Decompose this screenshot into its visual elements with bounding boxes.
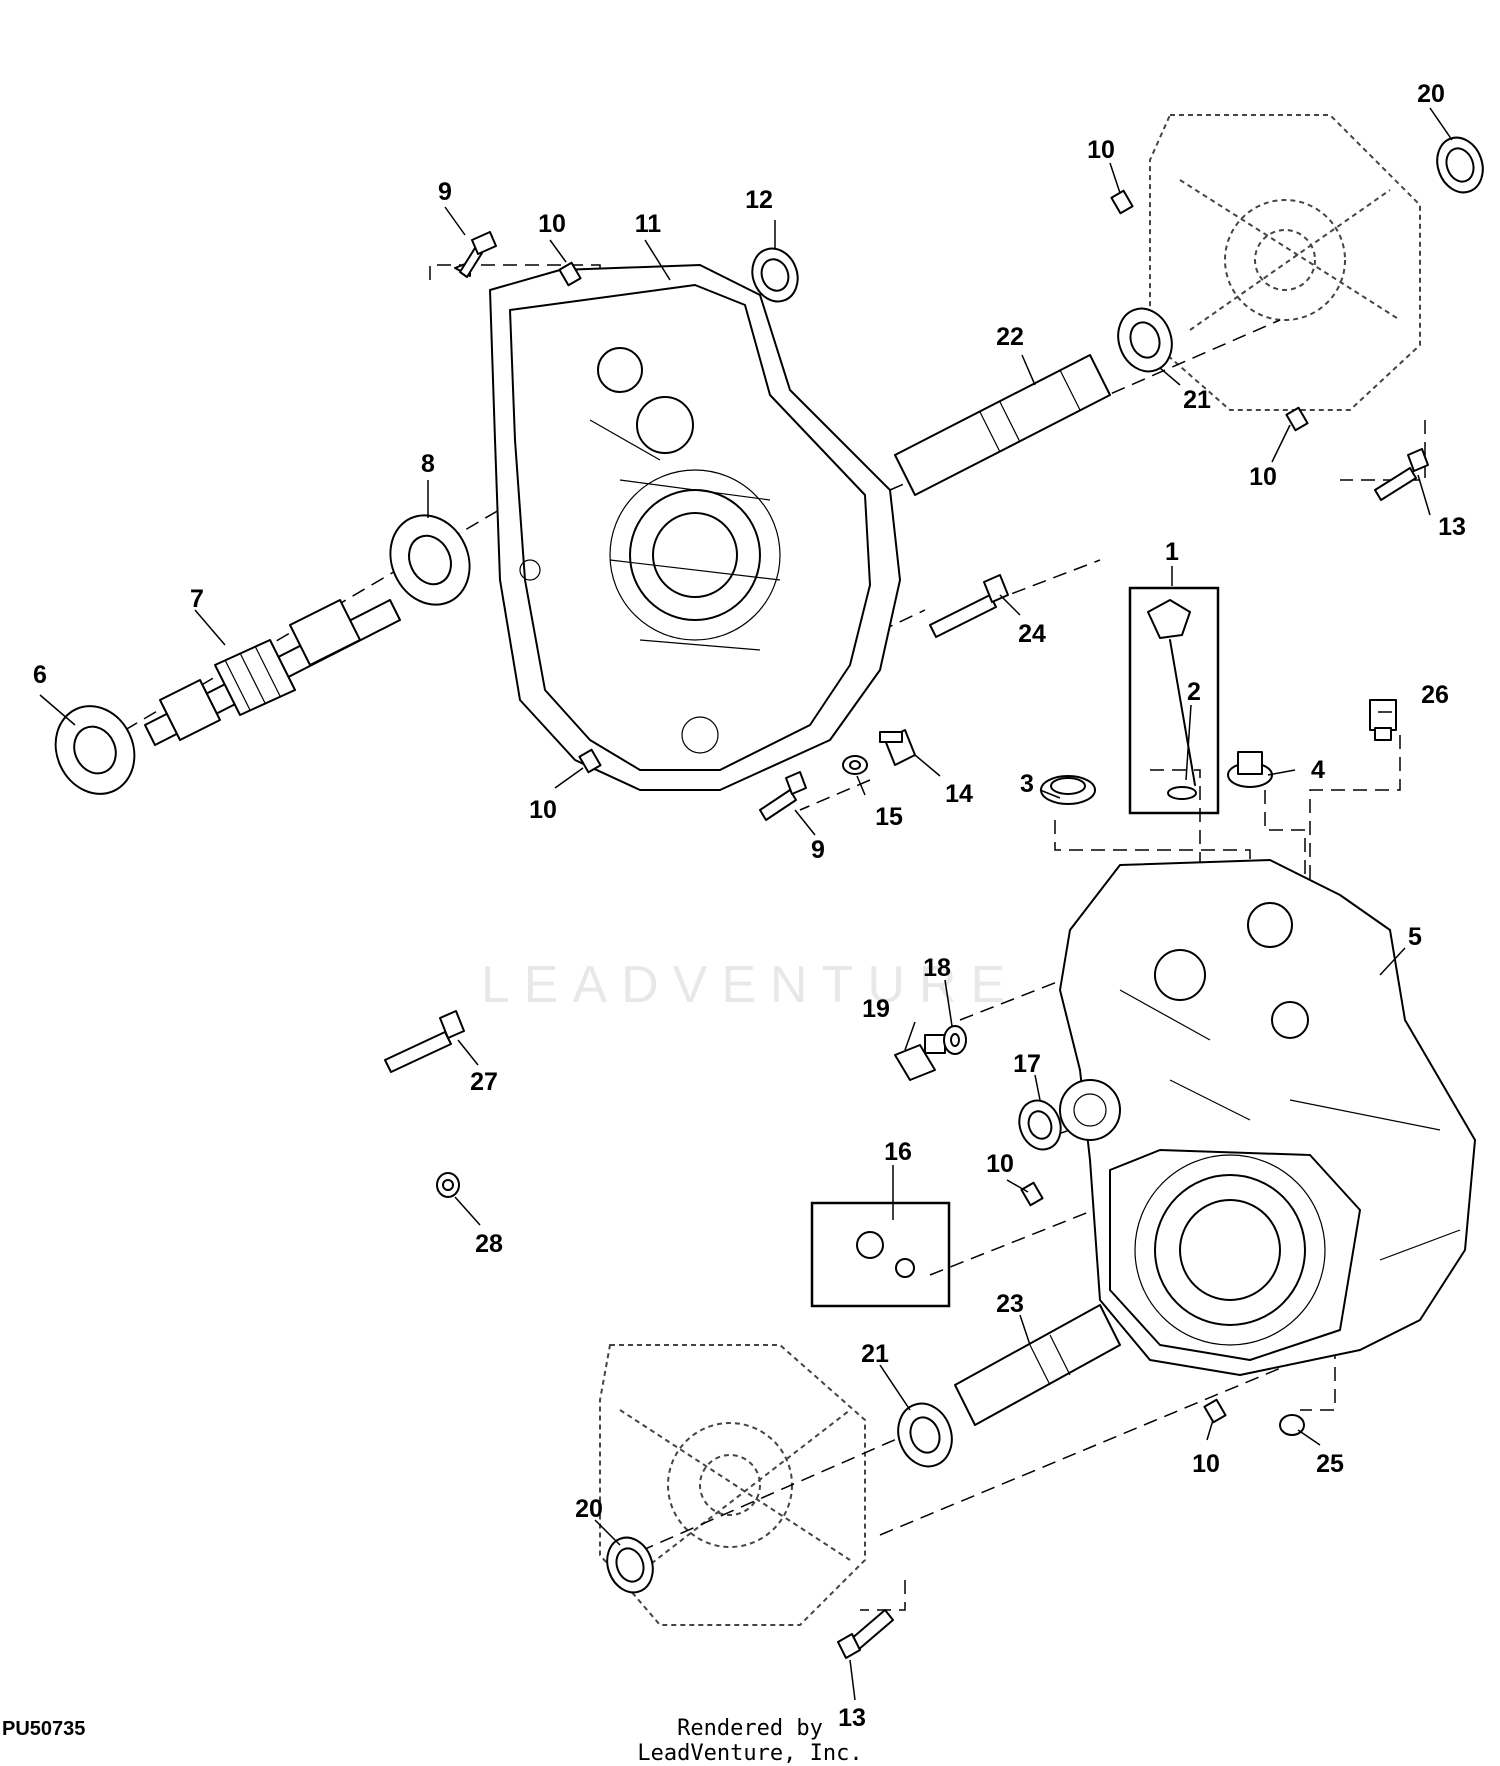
kit-16-box [810, 1201, 951, 1308]
washer-18 [943, 1025, 967, 1055]
callout-14: 14 [945, 780, 973, 808]
seal-3 [1040, 775, 1096, 805]
callout-labels: 1 2 3 4 5 6 7 8 9 9 10 10 10 10 10 10 11… [33, 80, 1466, 1732]
output-shaft-22 [894, 354, 1111, 496]
bolt-9-lower [759, 771, 807, 821]
pinion-shaft [144, 599, 401, 746]
callout-6: 6 [33, 661, 47, 689]
watermark: LEADVENTURE [480, 956, 1020, 1014]
callout-23: 23 [996, 1290, 1024, 1318]
callout-13-lower: 13 [838, 1704, 866, 1732]
callout-26: 26 [1421, 681, 1449, 709]
seal-20-upper [1436, 136, 1484, 194]
callout-15: 15 [875, 803, 903, 831]
callout-17: 17 [1013, 1050, 1041, 1078]
plug-4 [1227, 751, 1273, 788]
seal-20-lower [606, 1536, 654, 1594]
washer-28 [436, 1172, 460, 1198]
callout-1: 1 [1165, 538, 1179, 566]
callout-9-upper: 9 [438, 178, 452, 206]
dipstick-kit-box [1128, 586, 1220, 815]
washer-15 [842, 755, 868, 775]
callout-27: 27 [470, 1068, 498, 1096]
ghost-cover-upper [1149, 114, 1421, 411]
callout-9-lower: 9 [811, 836, 825, 864]
callout-25: 25 [1316, 1450, 1344, 1478]
bolt-9-upper [454, 231, 497, 278]
bearing-8 [389, 514, 471, 606]
case-half-left [489, 264, 901, 791]
callout-4: 4 [1311, 756, 1325, 784]
callout-10-c: 10 [1249, 463, 1277, 491]
fitting-26 [1369, 699, 1397, 741]
plug-14 [879, 729, 916, 766]
callout-10-d: 10 [529, 796, 557, 824]
callout-19: 19 [862, 995, 890, 1023]
callout-7: 7 [190, 585, 204, 613]
plug-19 [894, 1034, 946, 1081]
leader-lines [39, 107, 1453, 1701]
callout-22: 22 [996, 323, 1024, 351]
credit-text: Rendered by LeadVenture, Inc. [637, 1716, 863, 1766]
callout-16: 16 [884, 1138, 912, 1166]
callout-10-e: 10 [986, 1150, 1014, 1178]
bearing-21-upper [1117, 307, 1173, 373]
bearing-21-lower [897, 1402, 953, 1468]
callout-10-b: 10 [538, 210, 566, 238]
callout-28: 28 [475, 1230, 503, 1258]
seal-17 [1018, 1099, 1062, 1151]
callout-13-upper: 13 [1438, 513, 1466, 541]
diagram-id: PU50735 [2, 1718, 86, 1740]
callout-3: 3 [1020, 770, 1034, 798]
case-half-right [1059, 859, 1476, 1376]
bolt-24 [929, 574, 1009, 638]
callout-10-f: 10 [1192, 1450, 1220, 1478]
callout-24: 24 [1018, 620, 1046, 648]
callout-5: 5 [1408, 923, 1422, 951]
callout-10-a: 10 [1087, 136, 1115, 164]
callout-21-upper: 21 [1183, 386, 1211, 414]
callout-18: 18 [923, 954, 951, 982]
callout-11: 11 [635, 210, 662, 238]
output-shaft-23 [954, 1304, 1121, 1426]
bearing-6 [54, 705, 136, 795]
dowel-pins-10 [558, 189, 1309, 1424]
callout-12: 12 [745, 186, 773, 214]
callout-20-upper: 20 [1417, 80, 1445, 108]
seal-12 [751, 247, 799, 303]
callout-8: 8 [421, 450, 435, 478]
bolt-13-lower [837, 1609, 894, 1659]
callout-2: 2 [1187, 678, 1201, 706]
bolt-13-upper [1374, 448, 1429, 501]
callout-20-lower: 20 [575, 1495, 603, 1523]
bolt-27 [384, 1010, 465, 1073]
callout-21-lower: 21 [861, 1340, 889, 1368]
